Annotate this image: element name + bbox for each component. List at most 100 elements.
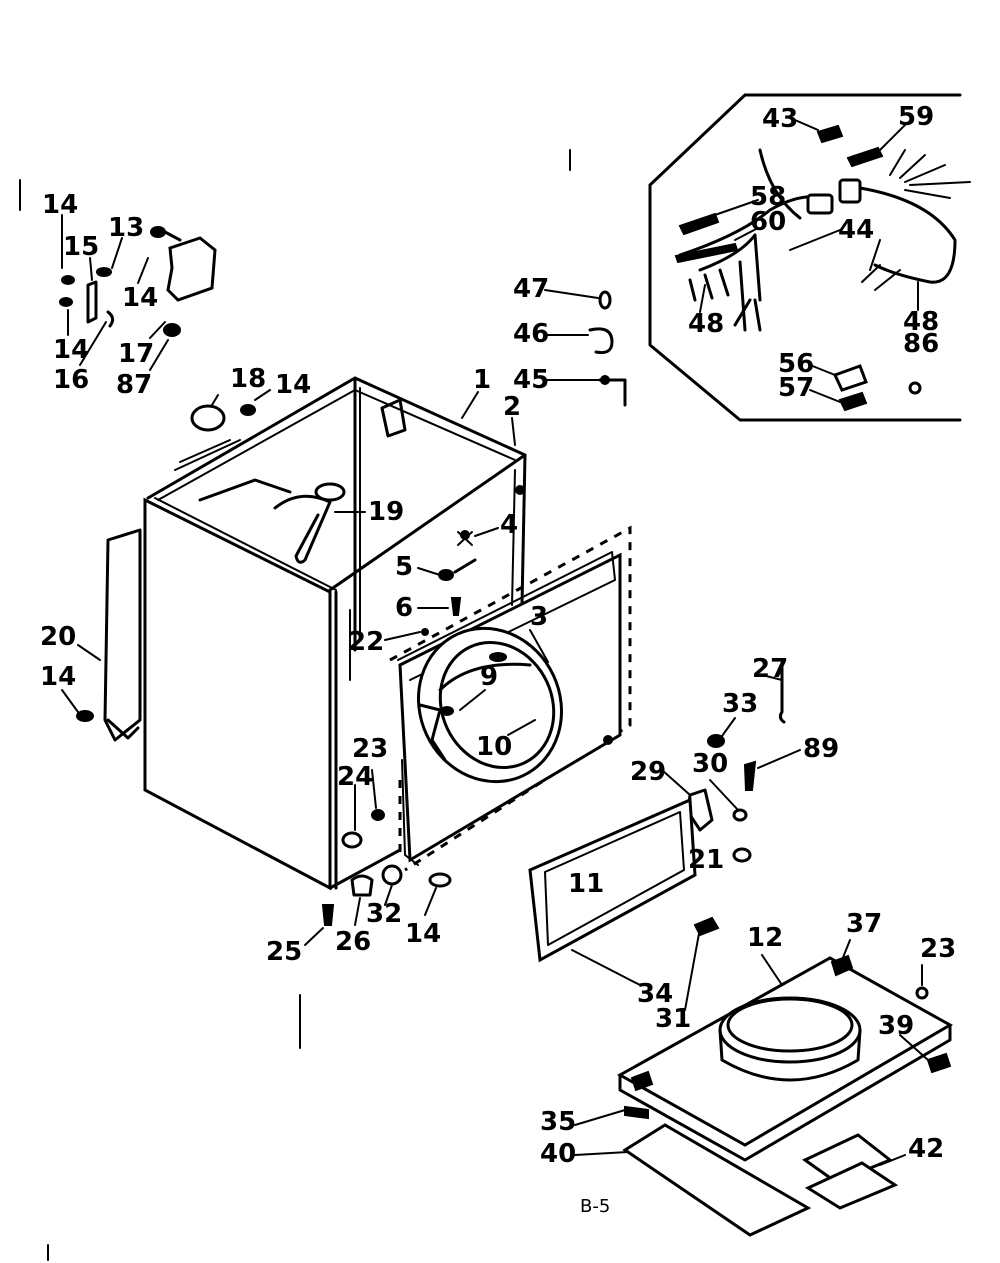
part-59 bbox=[846, 146, 884, 168]
part-22 bbox=[421, 628, 429, 636]
harness-loop bbox=[858, 186, 957, 284]
top-brace bbox=[198, 478, 292, 502]
cabinet-body bbox=[143, 376, 527, 891]
rear-panel-20 bbox=[76, 528, 142, 742]
corner-bracket-2 bbox=[380, 398, 407, 438]
part-23-base bbox=[915, 986, 929, 1000]
callout-30: 30 bbox=[692, 749, 728, 779]
inset-octagon-border bbox=[648, 93, 962, 422]
part-47 bbox=[598, 290, 612, 310]
callout-34: 34 bbox=[637, 979, 673, 1009]
part-32 bbox=[381, 864, 403, 886]
part-46 bbox=[588, 327, 614, 354]
glide-26 bbox=[350, 874, 374, 897]
callout-26: 26 bbox=[335, 927, 371, 957]
callout-43: 43 bbox=[762, 104, 798, 134]
callout-23-a: 23 bbox=[352, 734, 388, 764]
callout-89: 89 bbox=[803, 734, 839, 764]
callout-16: 16 bbox=[53, 365, 89, 395]
callout-44: 44 bbox=[838, 215, 874, 245]
catch-bracket bbox=[166, 236, 217, 302]
callout-14-b: 14 bbox=[122, 283, 158, 313]
callout-17: 17 bbox=[118, 339, 154, 369]
strike-15 bbox=[86, 280, 98, 324]
callout-15: 15 bbox=[63, 232, 99, 262]
callout-48-b: 48 bbox=[903, 307, 939, 337]
callout-27: 27 bbox=[752, 654, 788, 684]
callout-40: 40 bbox=[540, 1139, 576, 1169]
door-seal-9 bbox=[418, 703, 447, 762]
cabinet-top-frame bbox=[146, 376, 527, 592]
screw-14-rear bbox=[76, 710, 94, 722]
leveling-leg-25 bbox=[321, 904, 335, 926]
callout-12: 12 bbox=[747, 923, 783, 953]
scan-marks bbox=[19, 149, 571, 1261]
connector-58 bbox=[806, 193, 834, 215]
callout-56: 56 bbox=[778, 349, 814, 379]
callout-5: 5 bbox=[395, 552, 413, 582]
callout-14-d: 14 bbox=[275, 370, 311, 400]
floor-panel-40 bbox=[622, 1123, 812, 1237]
part-30 bbox=[732, 808, 748, 822]
callout-22: 22 bbox=[348, 627, 384, 657]
callout-37: 37 bbox=[846, 909, 882, 939]
callout-86: 86 bbox=[903, 329, 939, 359]
spring-16 bbox=[106, 310, 115, 328]
callout-4: 4 bbox=[500, 510, 518, 540]
callout-21: 21 bbox=[688, 845, 724, 875]
screw-14-b bbox=[96, 267, 112, 277]
part-33 bbox=[707, 734, 725, 748]
wiring-harness-inset bbox=[648, 93, 971, 422]
page-code: B-5 bbox=[580, 1196, 610, 1217]
base-assembly bbox=[574, 939, 954, 1237]
callout-87: 87 bbox=[116, 370, 152, 400]
door-opening-10 bbox=[417, 626, 563, 784]
callout-57: 57 bbox=[778, 373, 814, 403]
part-23-top bbox=[371, 809, 385, 821]
callout-25: 25 bbox=[266, 937, 302, 967]
callout-19: 19 bbox=[368, 497, 404, 527]
callout-59: 59 bbox=[898, 102, 934, 132]
callout-33: 33 bbox=[722, 689, 758, 719]
part-43 bbox=[816, 124, 844, 144]
part-24 bbox=[341, 831, 363, 849]
callout-13: 13 bbox=[108, 213, 144, 243]
callout-24: 24 bbox=[337, 762, 373, 792]
part-5 bbox=[438, 569, 454, 581]
part-57 bbox=[838, 391, 868, 412]
screw-89 bbox=[743, 760, 757, 791]
callout-46: 46 bbox=[513, 319, 549, 349]
callout-labels: 14 15 13 14 14 16 17 87 18 14 1 2 47 46 … bbox=[40, 102, 956, 1217]
screw-13 bbox=[150, 226, 166, 238]
hinge-support-19 bbox=[273, 494, 332, 564]
screw-87 bbox=[163, 323, 181, 337]
cabinet-side-panel bbox=[143, 497, 332, 891]
callout-47: 47 bbox=[513, 274, 549, 304]
part-21 bbox=[732, 847, 752, 863]
callout-58: 58 bbox=[750, 182, 786, 212]
callout-9: 9 bbox=[480, 662, 498, 692]
callout-42: 42 bbox=[908, 1134, 944, 1164]
terminal-block-56 bbox=[832, 364, 868, 392]
callout-29: 29 bbox=[630, 757, 666, 787]
part-4 bbox=[457, 531, 473, 546]
callout-35: 35 bbox=[540, 1107, 576, 1137]
part-39 bbox=[926, 1052, 952, 1074]
connector-44 bbox=[838, 178, 862, 204]
part-6 bbox=[450, 597, 462, 616]
wire-58 bbox=[678, 212, 720, 236]
door-panel-11 bbox=[528, 797, 697, 963]
callout-14-e: 14 bbox=[40, 662, 76, 692]
callout-23-b: 23 bbox=[920, 934, 956, 964]
wire-60 bbox=[674, 242, 739, 264]
callout-39: 39 bbox=[878, 1011, 914, 1041]
part-86 bbox=[908, 381, 922, 395]
part-42-b bbox=[804, 1161, 899, 1210]
callout-48-a: 48 bbox=[688, 309, 724, 339]
callout-45: 45 bbox=[513, 365, 549, 395]
callout-2: 2 bbox=[503, 392, 521, 422]
callout-60: 60 bbox=[750, 207, 786, 237]
callout-3: 3 bbox=[530, 602, 548, 632]
screw-14-front bbox=[428, 872, 452, 888]
